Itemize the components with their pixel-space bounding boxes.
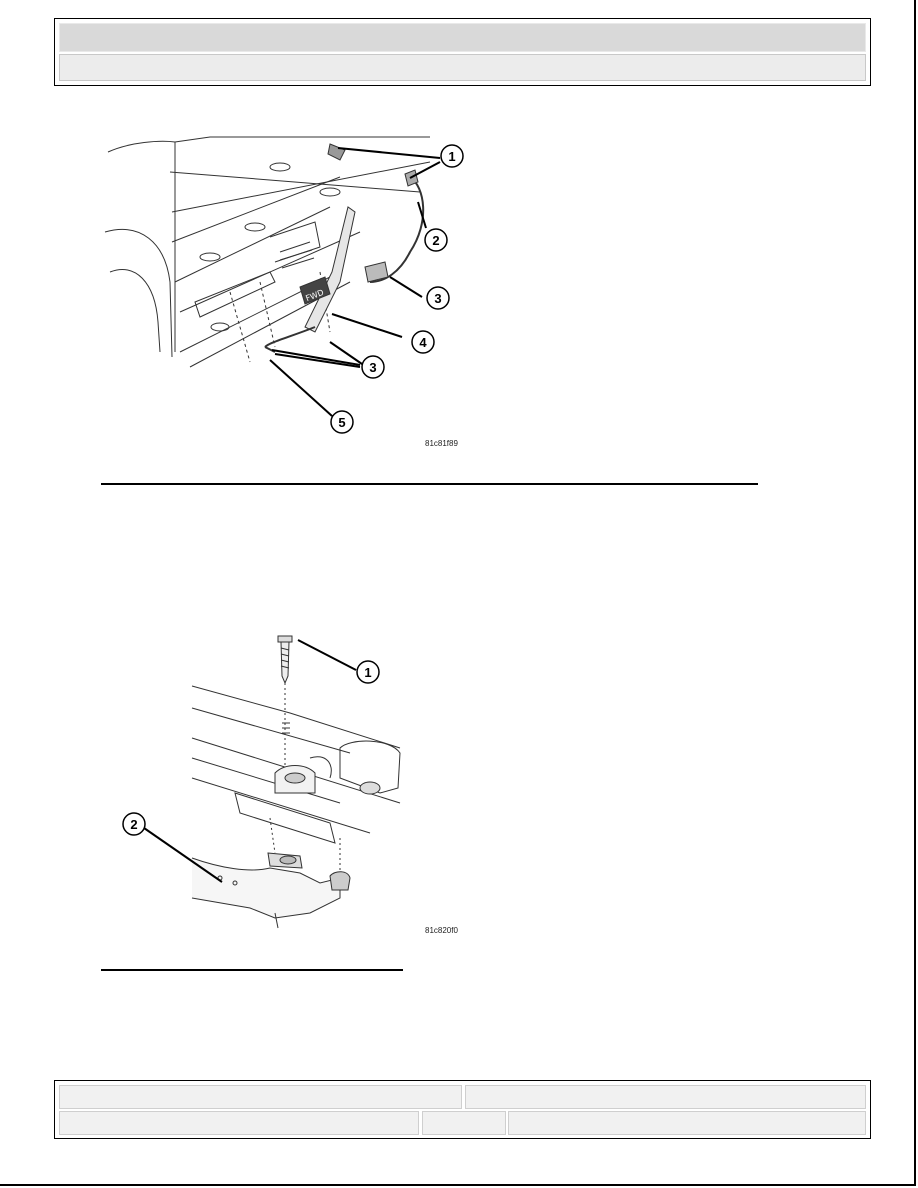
callout-label: 1: [448, 149, 455, 164]
callout-label: 2: [130, 817, 137, 832]
callout-label: 3: [369, 360, 376, 375]
callout-circle: [122, 812, 146, 836]
footer-cell: [59, 1085, 462, 1109]
callout-label: 1: [364, 665, 371, 680]
divider-rule: [101, 969, 403, 971]
callout-label: 3: [434, 291, 441, 306]
callout-circle: [440, 144, 464, 168]
callout-circle: [411, 330, 435, 354]
figure-1-illustration: FWD 1 2 3 4 3 5: [104, 136, 464, 448]
figure-2: 1 2 81c820f0: [100, 628, 480, 938]
footer-cell: [465, 1085, 866, 1109]
divider-rule: [101, 483, 758, 485]
callout-circle: [356, 660, 380, 684]
callout-circle: [330, 410, 354, 434]
figure-code: 81c820f0: [425, 926, 458, 935]
footer-cell: [59, 1111, 419, 1135]
header-subtitle-bar: [59, 54, 866, 81]
callout-circle: [426, 286, 450, 310]
callout-circle: [361, 355, 385, 379]
page-footer: [54, 1080, 871, 1139]
figure-code: 81c81f89: [425, 439, 458, 448]
page-header: [54, 18, 871, 86]
callout-label: 5: [338, 415, 345, 430]
callout-circle: [424, 228, 448, 252]
figure-1: FWD 1 2 3 4 3 5: [100, 132, 480, 462]
header-title-bar: [59, 23, 866, 52]
footer-cell: [422, 1111, 506, 1135]
callout-label: 4: [419, 335, 427, 350]
callout-label: 2: [432, 233, 439, 248]
figure-2-illustration: 1 2 81c820f0: [122, 635, 458, 935]
footer-cell: [508, 1111, 866, 1135]
